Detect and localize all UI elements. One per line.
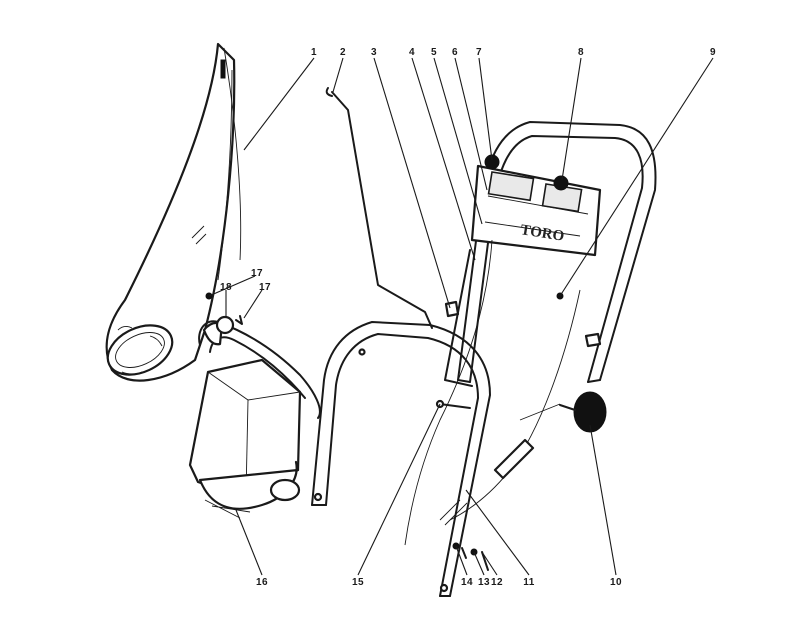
callout-3: 3 bbox=[371, 47, 377, 58]
callout-1: 1 bbox=[311, 47, 317, 58]
callout-11: 11 bbox=[523, 577, 535, 588]
handle-knob bbox=[519, 391, 607, 433]
grass-bag bbox=[105, 42, 242, 382]
lower-handle bbox=[311, 321, 491, 597]
callout-labels: 1 2 3 4 5 6 7 8 9 17 18 17 16 15 14 13 1… bbox=[220, 47, 716, 588]
callout-4: 4 bbox=[409, 47, 415, 58]
brand-text: TORO bbox=[519, 222, 565, 245]
callout-9: 9 bbox=[710, 47, 716, 58]
leader-lines bbox=[208, 57, 714, 576]
callout-2: 2 bbox=[340, 47, 346, 58]
callout-14: 14 bbox=[461, 577, 473, 588]
bag-frame-and-chute bbox=[188, 315, 321, 519]
callout-8: 8 bbox=[578, 47, 584, 58]
callout-17b: 17 bbox=[259, 282, 271, 293]
callout-18: 18 bbox=[220, 282, 232, 293]
callout-10: 10 bbox=[610, 577, 622, 588]
callout-15: 15 bbox=[352, 577, 364, 588]
callout-12: 12 bbox=[491, 577, 503, 588]
callout-13: 13 bbox=[478, 577, 490, 588]
callout-16: 16 bbox=[256, 577, 268, 588]
callout-5: 5 bbox=[431, 47, 437, 58]
callout-17a: 17 bbox=[251, 268, 263, 279]
upper-handle: TORO bbox=[444, 121, 657, 387]
callout-7: 7 bbox=[476, 47, 482, 58]
control-cables bbox=[404, 239, 581, 546]
control-rod bbox=[325, 87, 433, 329]
callout-6: 6 bbox=[452, 47, 458, 58]
small-hardware bbox=[205, 292, 489, 571]
